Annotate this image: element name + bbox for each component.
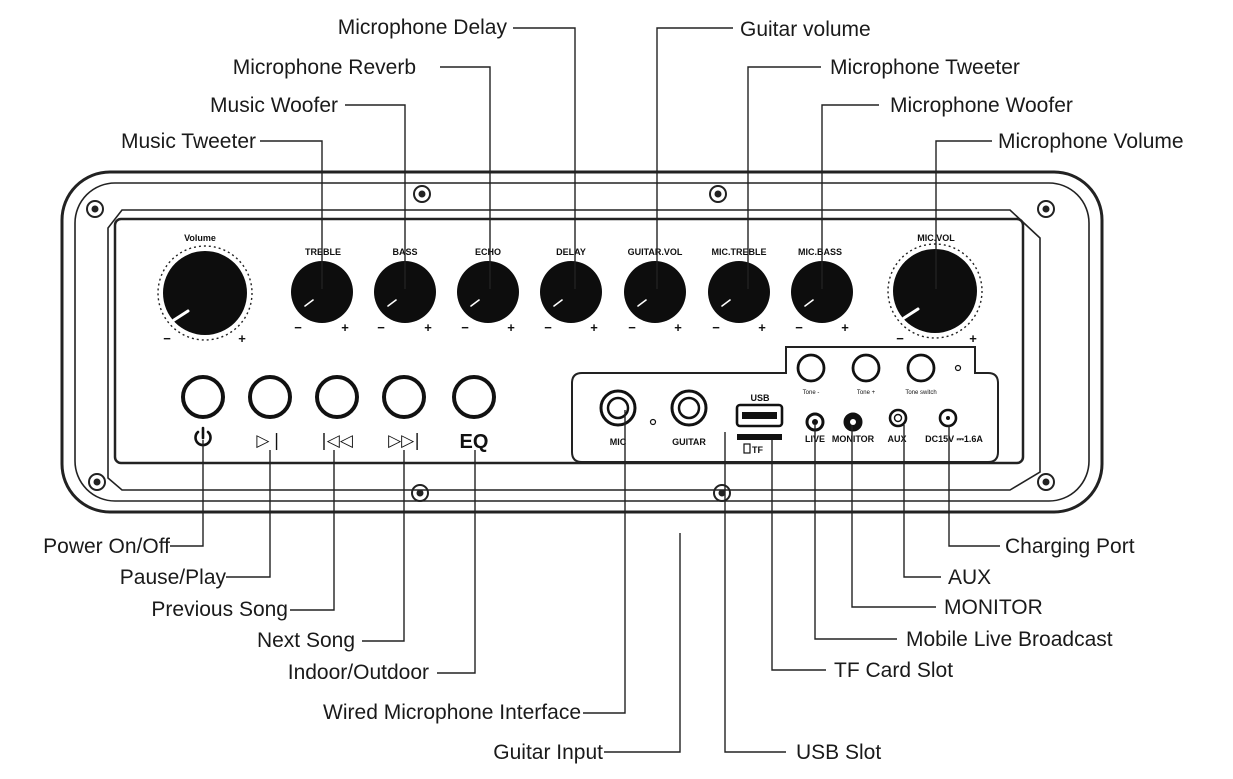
callout-previous-song: Previous Song: [151, 598, 288, 621]
mic-bass-knob[interactable]: MIC.BASS − +: [791, 247, 853, 335]
callout-music-woofer: Music Woofer: [210, 94, 338, 117]
previous-button[interactable]: |◁◁: [315, 375, 359, 451]
eq-label: EQ: [460, 431, 489, 453]
mic-vol-plus: +: [969, 331, 977, 346]
callout-pause-play: Pause/Play: [120, 566, 227, 589]
callout-monitor: MONITOR: [944, 596, 1043, 619]
previous-icon: |◁◁: [321, 431, 354, 451]
bass-minus: −: [377, 320, 385, 335]
monitor-label: MONITOR: [832, 434, 875, 444]
monitor-port[interactable]: MONITOR: [832, 412, 875, 444]
callout-microphone-tweeter: Microphone Tweeter: [830, 56, 1020, 79]
volume-plus: +: [238, 331, 246, 346]
mic-jack[interactable]: MIC: [599, 389, 637, 447]
callout-tf-card: TF Card Slot: [834, 659, 953, 682]
callout-microphone-delay: Microphone Delay: [338, 16, 508, 39]
volume-label: Volume: [184, 233, 216, 243]
screw: [1037, 473, 1055, 491]
mic-jack-label: MIC: [610, 437, 627, 447]
mic-bass-label: MIC.BASS: [798, 247, 842, 257]
callout-guitar-input: Guitar Input: [493, 741, 603, 764]
echo-plus: +: [507, 320, 515, 335]
mic-volume-knob[interactable]: MIC.VOL − +: [887, 233, 983, 346]
guitar-jack[interactable]: GUITAR: [670, 389, 708, 447]
tf-label: TF: [752, 445, 763, 455]
bottom-leader-lines: [170, 410, 1000, 753]
screw: [86, 200, 104, 218]
delay-knob[interactable]: DELAY − +: [540, 247, 602, 335]
mic-treble-knob[interactable]: MIC.TREBLE − +: [708, 247, 770, 335]
top-leader-lines: [260, 27, 992, 289]
bass-plus: +: [424, 320, 432, 335]
screws: [86, 185, 1055, 502]
treble-minus: −: [294, 320, 302, 335]
echo-knob[interactable]: ECHO − +: [457, 247, 519, 335]
mic-treble-minus: −: [712, 320, 720, 335]
callout-microphone-woofer: Microphone Woofer: [890, 94, 1073, 117]
delay-label: DELAY: [556, 247, 586, 257]
tone-minus-button[interactable]: Tone -: [796, 353, 826, 396]
tf-card-slot[interactable]: TF: [737, 434, 782, 455]
delay-minus: −: [544, 320, 552, 335]
callout-indoor-outdoor: Indoor/Outdoor: [288, 661, 429, 684]
callout-guitar-volume: Guitar volume: [740, 18, 871, 41]
aux-port[interactable]: AUX: [887, 408, 908, 444]
guitar-vol-label: GUITAR.VOL: [628, 247, 683, 257]
aux-label: AUX: [887, 434, 906, 444]
screw: [709, 185, 727, 203]
volume-minus: −: [163, 331, 171, 346]
dc-port[interactable]: DC15V ⎓1.6A: [925, 408, 983, 444]
treble-label: TREBLE: [305, 247, 341, 257]
guitar-volume-knob[interactable]: GUITAR.VOL − +: [624, 247, 686, 335]
tone-indicator-dot: [954, 364, 962, 372]
play-pause-icon: ▷❘: [256, 431, 283, 451]
tone-switch-label: Tone switch: [905, 390, 936, 396]
screw: [413, 185, 431, 203]
power-button[interactable]: [181, 375, 225, 447]
dc-label: DC15V ⎓1.6A: [925, 434, 983, 444]
guitar-vol-plus: +: [674, 320, 682, 335]
mic-bass-minus: −: [795, 320, 803, 335]
callout-microphone-reverb: Microphone Reverb: [233, 56, 416, 79]
callout-power: Power On/Off: [43, 535, 170, 558]
mic-indicator-dot: [649, 418, 657, 426]
guitar-jack-label: GUITAR: [672, 437, 706, 447]
screw: [88, 473, 106, 491]
tone-plus-label: Tone +: [857, 390, 876, 396]
mic-treble-plus: +: [758, 320, 766, 335]
next-button[interactable]: ▷▷|: [382, 375, 426, 451]
screw: [713, 484, 731, 502]
io-panel: [571, 346, 999, 463]
treble-knob[interactable]: TREBLE − +: [291, 247, 353, 335]
callout-usb-slot: USB Slot: [796, 741, 881, 764]
tone-switch-button[interactable]: Tone switch: [905, 353, 937, 396]
guitar-vol-minus: −: [628, 320, 636, 335]
callout-aux: AUX: [948, 566, 991, 589]
treble-plus: +: [341, 320, 349, 335]
tone-plus-button[interactable]: Tone +: [851, 353, 881, 396]
screw: [411, 484, 429, 502]
callout-microphone-volume: Microphone Volume: [998, 130, 1184, 153]
callout-charging-port: Charging Port: [1005, 535, 1135, 558]
device-frame: [60, 170, 1104, 514]
next-icon: ▷▷|: [388, 431, 420, 451]
callout-next-song: Next Song: [257, 629, 355, 652]
mic-bass-plus: +: [841, 320, 849, 335]
eq-button[interactable]: EQ: [452, 375, 496, 453]
callout-wired-mic: Wired Microphone Interface: [323, 701, 581, 724]
usb-label: USB: [750, 393, 770, 403]
usb-port[interactable]: USB: [735, 393, 784, 428]
callout-music-tweeter: Music Tweeter: [121, 130, 256, 153]
delay-plus: +: [590, 320, 598, 335]
screw: [1037, 200, 1055, 218]
tone-minus-label: Tone -: [803, 390, 820, 396]
callout-mobile-live: Mobile Live Broadcast: [906, 628, 1113, 651]
echo-label: ECHO: [475, 247, 501, 257]
mic-vol-minus: −: [896, 331, 904, 346]
mic-treble-label: MIC.TREBLE: [712, 247, 767, 257]
volume-knob[interactable]: Volume − +: [157, 233, 253, 346]
play-pause-button[interactable]: ▷❘: [248, 375, 292, 451]
echo-minus: −: [461, 320, 469, 335]
